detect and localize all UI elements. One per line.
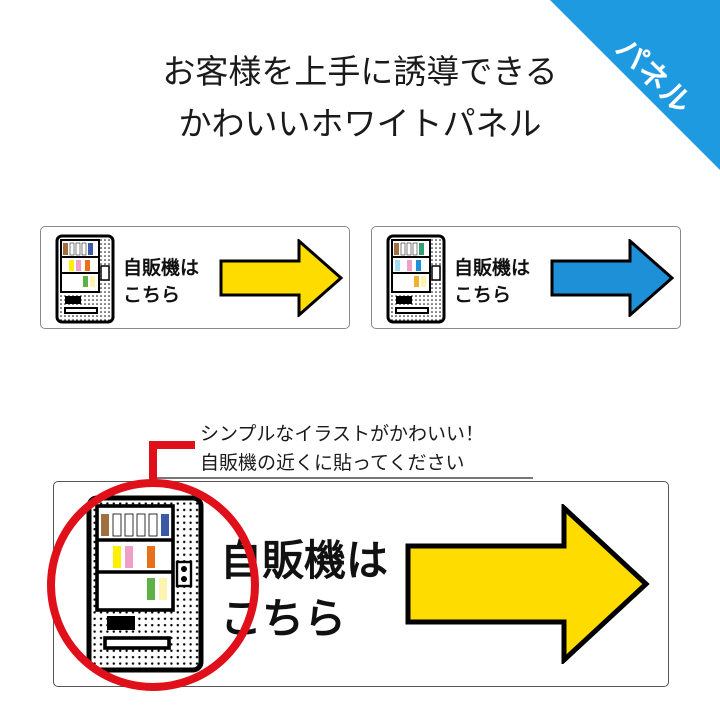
sign-text: 自販機は こちら bbox=[220, 536, 389, 643]
sign-text: 自販機は こちら bbox=[123, 257, 200, 306]
sign-panel-blue: 自販機は こちら bbox=[371, 226, 681, 329]
corner-badge-background bbox=[550, 0, 720, 170]
headline-line-2: かわいいホワイトパネル bbox=[178, 104, 542, 143]
sign-panel-yellow: 自販機は こちら bbox=[40, 226, 350, 329]
headline: お客様を上手に誘導できる かわいいホワイトパネル bbox=[0, 46, 720, 150]
arrow-right-icon bbox=[219, 239, 344, 317]
arrow-right-icon bbox=[550, 239, 675, 317]
headline-line-1: お客様を上手に誘導できる bbox=[162, 52, 558, 91]
arrow-right-icon bbox=[405, 504, 650, 664]
corner-badge: パネル bbox=[550, 0, 720, 170]
sign-panel-large: 自販機は こちら bbox=[53, 481, 669, 687]
vending-machine-icon bbox=[55, 234, 115, 324]
vending-machine-icon bbox=[86, 495, 204, 673]
vending-machine-icon bbox=[386, 234, 446, 324]
callout-text: シンプルなイラストがかわいい！ 自販機の近くに貼ってください bbox=[200, 423, 485, 474]
sign-text: 自販機は こちら bbox=[454, 257, 531, 306]
callout-underline bbox=[153, 477, 533, 479]
